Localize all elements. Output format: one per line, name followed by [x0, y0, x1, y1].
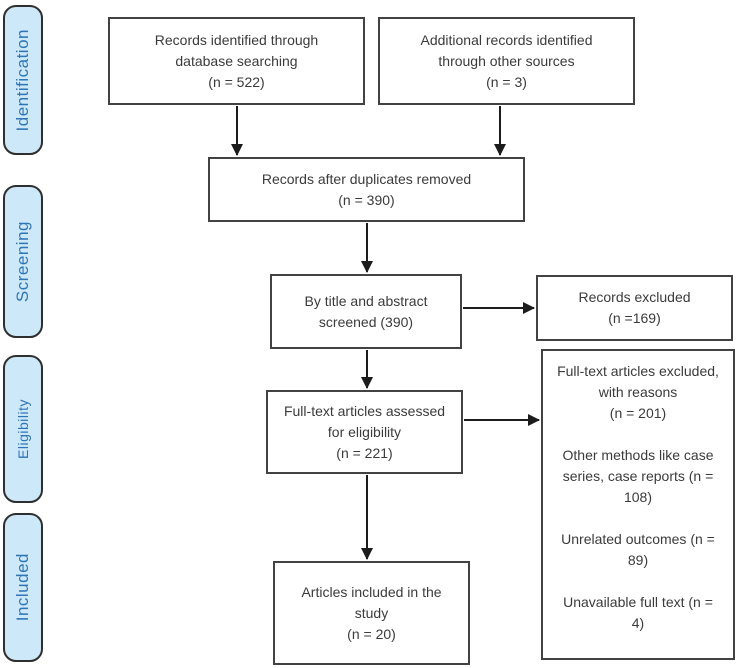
box-duplicates-removed: Records after duplicates removed (n = 39… — [208, 157, 525, 222]
stage-label-included: Included — [3, 513, 43, 662]
stage-label-included-text: Included — [13, 553, 32, 622]
stage-label-eligibility-text: Eligibility — [15, 399, 31, 459]
box-articles-included: Articles included in the study (n = 20) — [273, 561, 470, 665]
stage-label-identification-text: Identification — [13, 28, 32, 132]
stage-label-eligibility: Eligibility — [3, 355, 43, 503]
stage-label-screening-text: Screening — [13, 220, 32, 303]
box-additional-records: Additional records identified through ot… — [378, 17, 635, 105]
box-fulltext-excluded: Full-text articles excluded, with reason… — [541, 349, 735, 660]
box-records-excluded: Records excluded (n =169) — [536, 275, 733, 341]
box-title-abstract-screened: By title and abstract screened (390) — [270, 274, 462, 349]
box-records-identified: Records identified through database sear… — [108, 17, 365, 105]
stage-label-screening: Screening — [3, 185, 43, 338]
stage-label-identification: Identification — [3, 5, 43, 155]
box-fulltext-assessed: Full-text articles assessed for eligibil… — [266, 390, 463, 474]
